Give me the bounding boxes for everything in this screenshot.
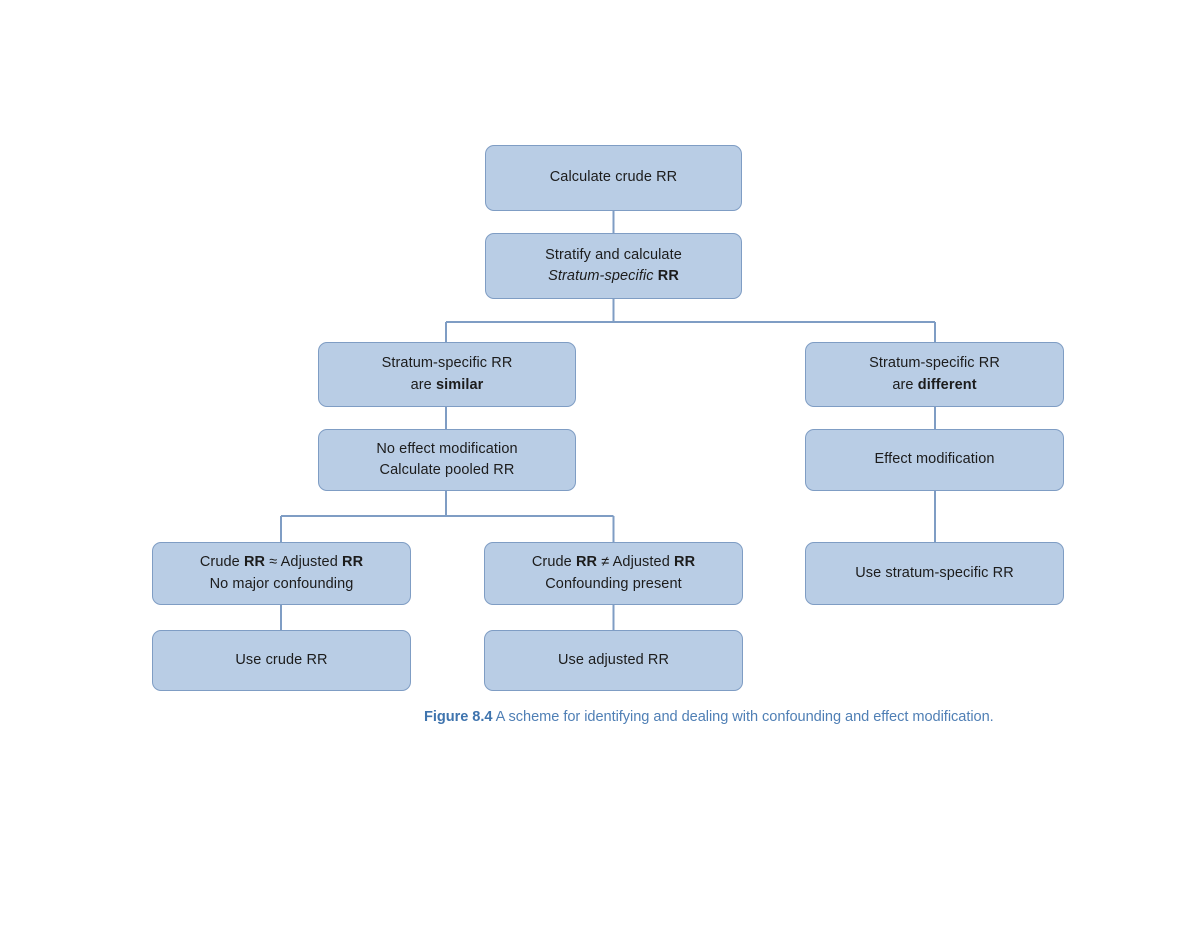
node-label-line2-prefix: are [892, 376, 918, 393]
node-crude-noteq-adjusted[interactable]: Crude RR ≠ Adjusted RR Confounding presen… [484, 542, 743, 605]
node-label-line1-prefix: Crude [531, 554, 576, 571]
node-label-line1: Stratum-specific RR [381, 355, 513, 372]
node-label: Crude RR ≈ Adjusted RR No major confoundi… [192, 552, 371, 594]
node-label-line1: Stratum-specific RR [869, 355, 1000, 372]
node-label-line1-bold1: RR [243, 554, 266, 571]
node-label: Effect modification [874, 451, 995, 468]
node-label-line2: Confounding present [545, 575, 682, 592]
figure-number: Figure 8.4 [424, 709, 493, 725]
node-use-adjusted-rr[interactable]: Use adjusted RR [484, 630, 743, 691]
node-label-line2-italic: Stratum-specific [548, 268, 654, 284]
node-label-line2-bold: RR [657, 268, 679, 284]
node-label-line2-bold: similar [435, 376, 484, 393]
node-crude-approx-adjusted[interactable]: Crude RR ≈ Adjusted RR No major confoundi… [152, 542, 411, 605]
node-calculate-crude-rr[interactable]: Calculate crude RR [485, 145, 742, 211]
node-label-line1: Stratify and calculate [545, 246, 682, 263]
node-label-line1-mid: ≠ Adjusted [597, 554, 674, 571]
node-label: Use stratum-specific RR [855, 564, 1014, 581]
figure-caption: Figure 8.4 A scheme for identifying and … [424, 708, 1136, 727]
node-label: Crude RR ≠ Adjusted RR Confounding presen… [524, 552, 703, 594]
node-label-line1-bold2: RR [342, 554, 364, 571]
node-label: Use crude RR [235, 651, 328, 668]
node-stratum-specific-rr-similar[interactable]: Stratum-specific RR are similar [318, 342, 576, 407]
node-use-crude-rr[interactable]: Use crude RR [152, 630, 411, 691]
figure-caption-text: A scheme for identifying and dealing wit… [492, 709, 994, 725]
node-label-line1-mid: ≈ Adjusted [265, 554, 342, 571]
node-label-line2: Calculate pooled RR [379, 462, 515, 478]
node-label: Stratum-specific RR are similar [374, 353, 521, 395]
node-label-line1: No effect modification [376, 440, 518, 457]
node-label-line2-bold: different [917, 376, 977, 393]
node-label-line2: No major confounding [209, 575, 354, 592]
node-label-line1-bold1: RR [575, 554, 598, 571]
node-effect-modification[interactable]: Effect modification [805, 429, 1064, 491]
node-stratum-specific-rr-different[interactable]: Stratum-specific RR are different [805, 342, 1064, 407]
node-label: Use adjusted RR [557, 651, 670, 668]
node-label: Stratum-specific RR are different [861, 353, 1008, 395]
node-label-line1-prefix: Crude [199, 554, 244, 571]
node-label: Calculate crude RR [549, 169, 678, 186]
node-label-line1-bold2: RR [674, 554, 696, 571]
node-use-stratum-specific-rr[interactable]: Use stratum-specific RR [805, 542, 1064, 605]
node-label-line2-prefix: are [410, 376, 436, 393]
